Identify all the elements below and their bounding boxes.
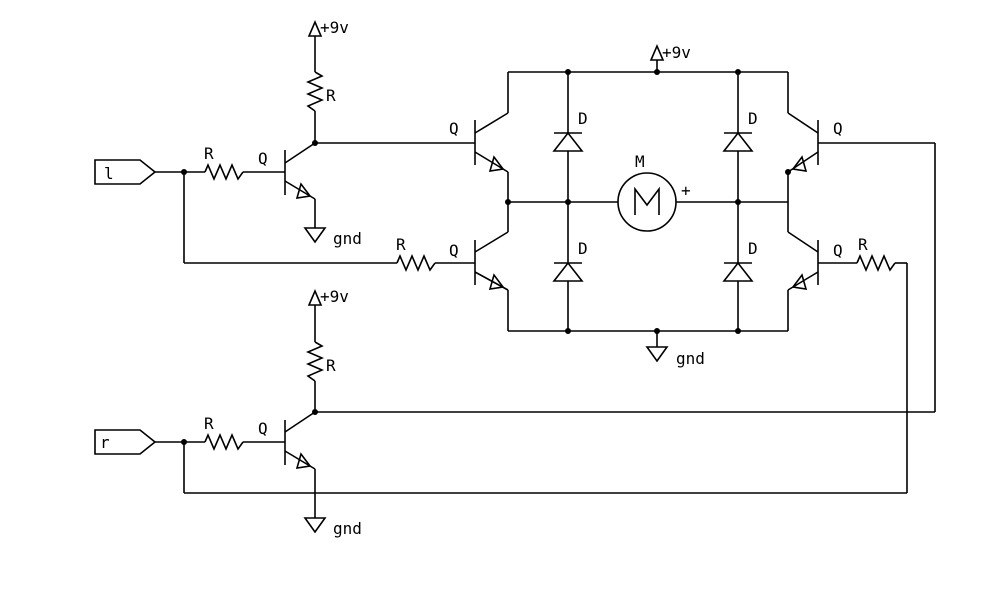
transistor-q3 bbox=[474, 231, 509, 291]
resistor-q4-base-label: R bbox=[858, 235, 868, 254]
vcc-arrow-icon bbox=[307, 288, 323, 306]
resistor-q3-base bbox=[396, 253, 436, 273]
transistor-q2-label: Q bbox=[833, 119, 843, 138]
diode-d2-label: D bbox=[748, 109, 758, 128]
transistor-l-input-label: Q bbox=[258, 149, 268, 168]
input-port-l-label: l bbox=[104, 164, 114, 183]
vcc-arrow-icon bbox=[649, 43, 665, 61]
gnd-label: gnd bbox=[333, 519, 362, 538]
transistor-r-input-label: Q bbox=[258, 419, 268, 438]
transistor-q2 bbox=[787, 112, 819, 173]
resistor-l-input bbox=[204, 162, 244, 182]
left-input-stage: R Q gnd R +9v R bbox=[155, 18, 475, 273]
vcc-arrow-icon bbox=[307, 19, 323, 37]
resistor-r-input bbox=[204, 432, 244, 452]
transistor-q1 bbox=[474, 112, 509, 173]
gnd-symbol bbox=[303, 517, 327, 534]
transistor-l-input bbox=[284, 142, 316, 200]
motor bbox=[617, 172, 677, 232]
vcc-label: +9v bbox=[320, 18, 349, 37]
vcc-label: +9v bbox=[662, 43, 691, 62]
motor-polarity-label: + bbox=[681, 181, 691, 200]
transistor-r-input bbox=[284, 411, 316, 470]
resistor-q4-base bbox=[856, 253, 896, 273]
vcc-label: +9v bbox=[320, 287, 349, 306]
input-port-r: r bbox=[94, 429, 157, 455]
resistor-q3-base-label: R bbox=[396, 235, 406, 254]
resistor-l-input-label: R bbox=[204, 144, 214, 163]
diode-d1-label: D bbox=[578, 109, 588, 128]
transistor-q1-label: Q bbox=[449, 119, 459, 138]
diode-d1 bbox=[552, 131, 584, 152]
gnd-symbol bbox=[645, 346, 669, 363]
resistor-r-pullup-label: R bbox=[326, 356, 336, 375]
resistor-l-pullup-label: R bbox=[326, 86, 336, 105]
transistor-q3-label: Q bbox=[449, 241, 459, 260]
gnd-symbol bbox=[303, 227, 327, 244]
diode-d3 bbox=[552, 261, 584, 282]
transistor-q4-label: Q bbox=[833, 241, 843, 260]
right-input-stage: R Q gnd R +9v bbox=[155, 142, 936, 538]
diode-d4 bbox=[722, 261, 754, 282]
h-bridge: +9v gnd Q bbox=[449, 43, 907, 368]
gnd-label: gnd bbox=[676, 349, 705, 368]
gnd-label: gnd bbox=[333, 229, 362, 248]
transistor-q4 bbox=[787, 231, 819, 291]
diode-d4-label: D bbox=[748, 239, 758, 258]
diode-d2 bbox=[722, 131, 754, 152]
input-port-l: l bbox=[94, 159, 157, 185]
diode-d3-label: D bbox=[578, 239, 588, 258]
resistor-l-pullup bbox=[305, 71, 325, 112]
resistor-r-pullup bbox=[305, 341, 325, 382]
motor-label: M bbox=[635, 152, 645, 171]
input-port-r-label: r bbox=[100, 433, 110, 452]
resistor-r-input-label: R bbox=[204, 414, 214, 433]
